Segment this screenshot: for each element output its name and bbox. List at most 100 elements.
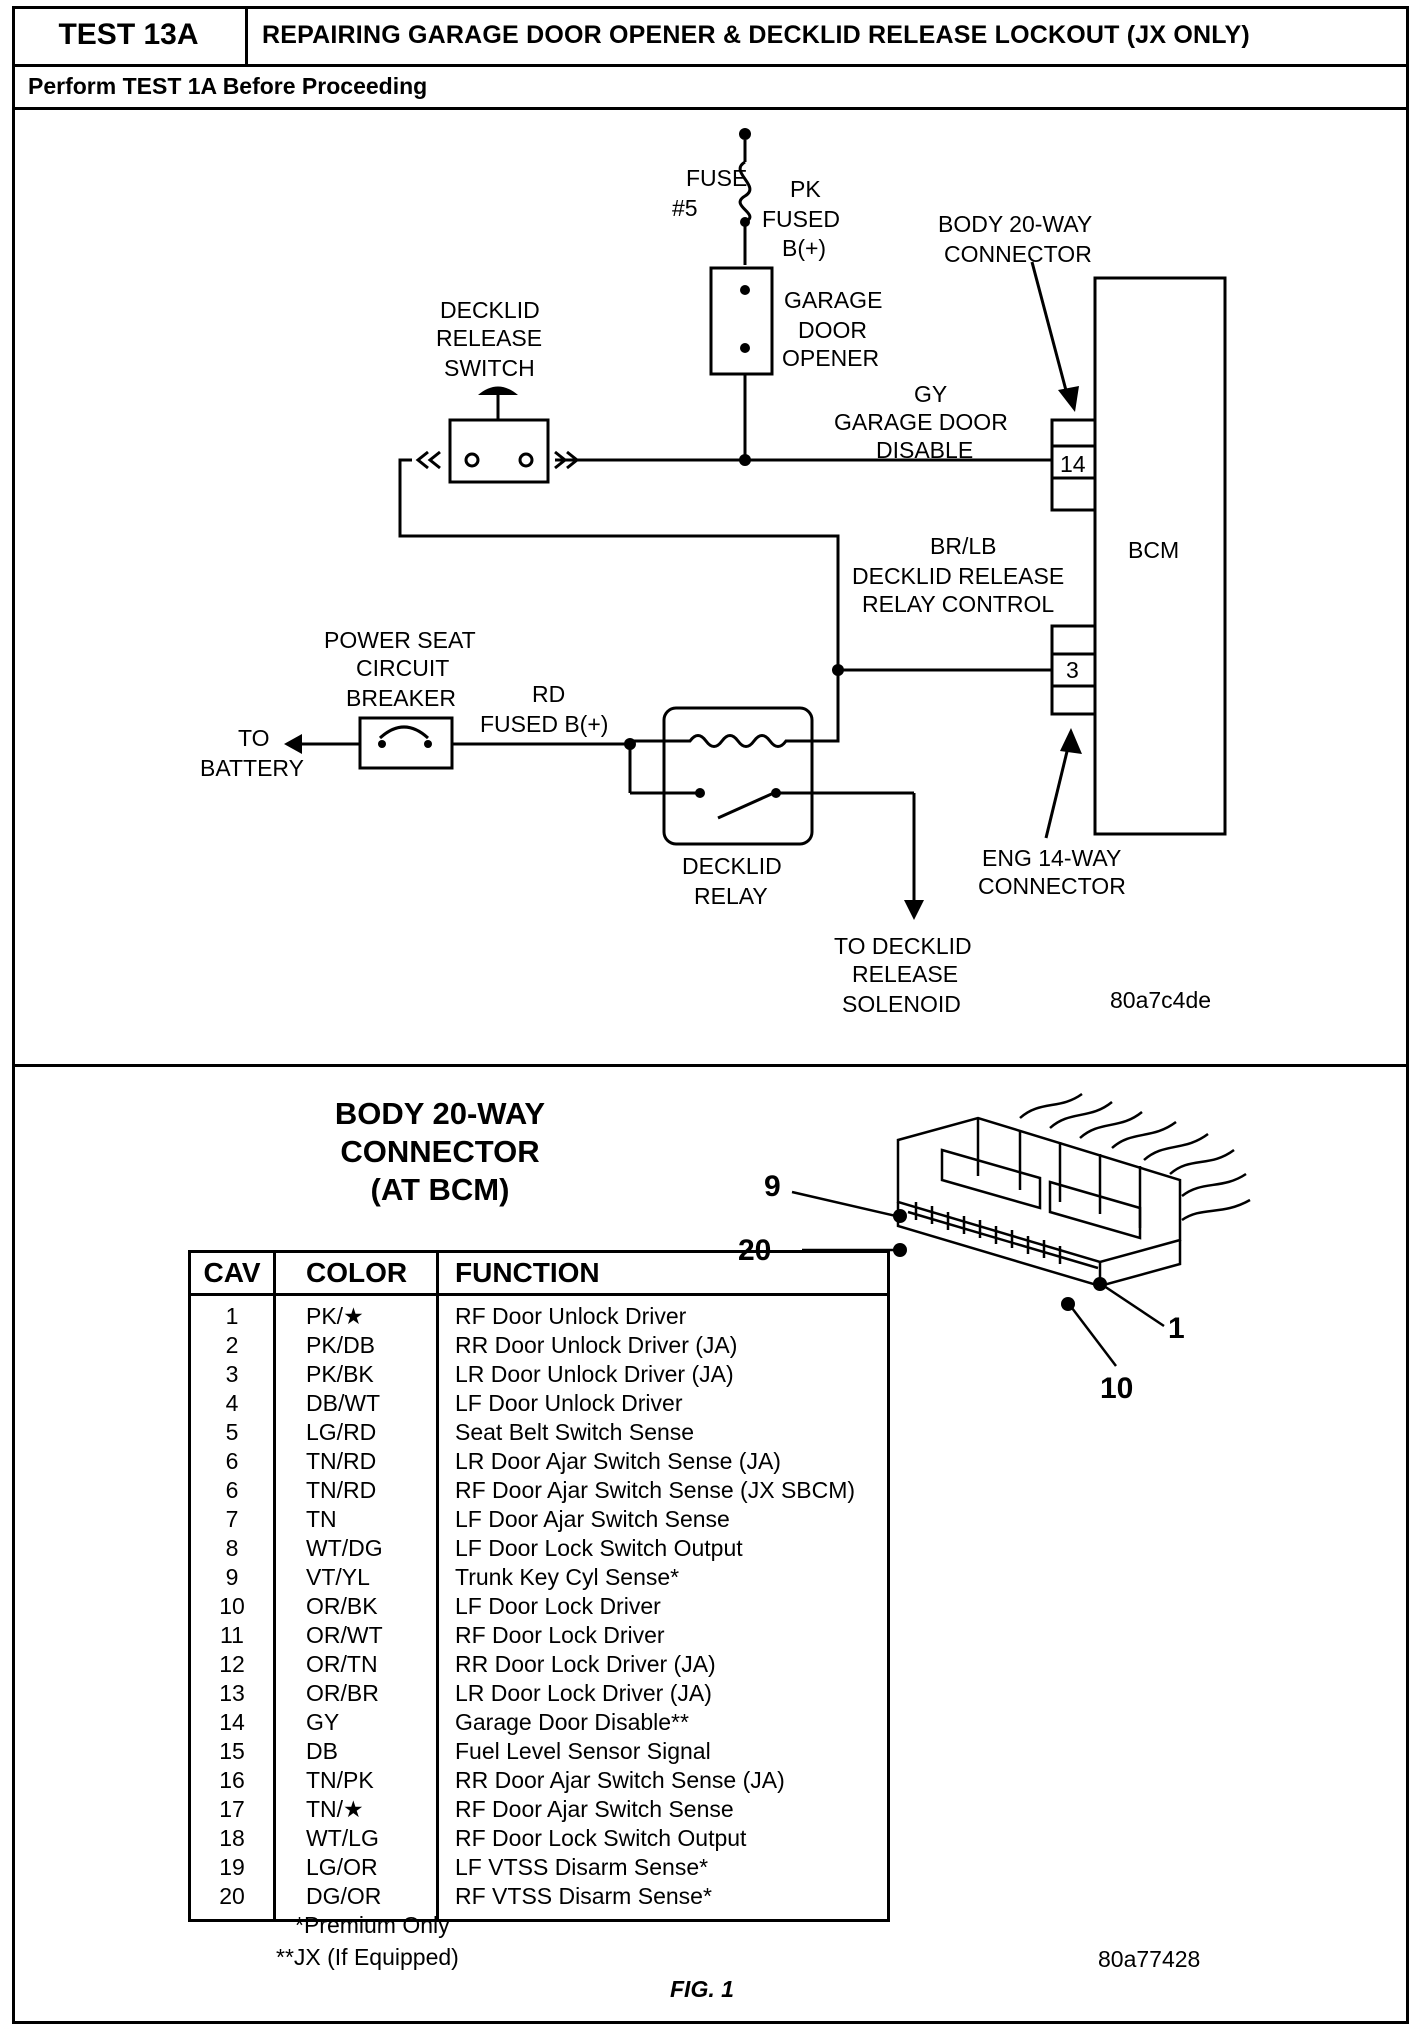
garage-opener-label: DOOR — [798, 317, 867, 343]
gy-wire-label: GY — [914, 381, 947, 407]
cav-cell: 11 — [189, 1621, 276, 1650]
cav-cell: 12 — [189, 1650, 276, 1679]
cav-cell: 20 — [189, 1882, 276, 1921]
color-cell: TN/RD — [274, 1447, 439, 1476]
solenoid-label: TO DECKLID — [834, 933, 972, 959]
function-cell: RF VTSS Disarm Sense* — [455, 1883, 712, 1909]
color-cell: WT/DG — [274, 1534, 439, 1563]
color-cell: OR/TN — [274, 1650, 439, 1679]
cav-cell: 17 — [189, 1795, 276, 1824]
table-header-row: CAV COLOR FUNCTION — [189, 1251, 889, 1296]
cavity-1-callout: 1 — [1168, 1312, 1185, 1345]
color-cell: DG/OR — [274, 1882, 439, 1921]
decklid-relay-label: RELAY — [694, 883, 768, 909]
function-cell: LF Door Unlock Driver — [455, 1390, 683, 1416]
pk-wire-label: PK — [790, 176, 821, 202]
brlb-wire-label: RELAY CONTROL — [862, 591, 1054, 617]
color-cell: TN/★ — [274, 1795, 439, 1824]
cav-cell: 19 — [189, 1853, 276, 1882]
function-cell: RF Door Lock Switch Output — [455, 1825, 747, 1851]
seat-breaker-label: BREAKER — [346, 685, 456, 711]
decklid-switch-label: SWITCH — [444, 355, 535, 381]
cavity-10-callout: 10 — [1100, 1372, 1133, 1405]
eng-connector-label: ENG 14-WAY — [982, 845, 1121, 871]
function-cell: LR Door Unlock Driver (JA) — [455, 1361, 734, 1387]
color-cell: VT/YL — [274, 1563, 439, 1592]
gy-wire-label: GARAGE DOOR — [834, 409, 1008, 435]
solenoid-label: SOLENOID — [842, 991, 961, 1017]
eng-connector-label: CONNECTOR — [978, 873, 1126, 899]
battery-label: BATTERY — [200, 755, 304, 781]
function-cell: RF Door Ajar Switch Sense (JX SBCM) — [455, 1477, 856, 1503]
function-cell: RF Door Lock Driver — [455, 1622, 665, 1648]
pk-fused-label: FUSED — [762, 206, 840, 232]
cav-cell: 14 — [189, 1708, 276, 1737]
subtitle-divider — [12, 107, 1409, 110]
connector-illustration: 9 20 1 10 — [738, 1092, 1251, 1405]
page-subtitle: Perform TEST 1A Before Proceeding — [28, 72, 428, 99]
function-cell: Seat Belt Switch Sense — [455, 1419, 695, 1445]
function-cell: RR Door Unlock Driver (JA) — [455, 1332, 738, 1358]
seat-breaker-label: POWER SEAT — [324, 627, 476, 653]
pin-14-label: 14 — [1060, 451, 1086, 477]
function-cell: LR Door Ajar Switch Sense (JA) — [455, 1448, 781, 1474]
decklid-relay-label: DECKLID — [682, 853, 782, 879]
color-cell: WT/LG — [274, 1824, 439, 1853]
color-cell: DB/WT — [274, 1389, 439, 1418]
fuse-label: FUSE — [686, 165, 747, 191]
section-divider — [12, 1064, 1409, 1067]
connector-title: BODY 20-WAY CONNECTOR (AT BCM) — [250, 1095, 630, 1209]
color-cell: TN/RD — [274, 1476, 439, 1505]
rd-wire-label: FUSED B(+) — [480, 711, 608, 737]
function-cell: RR Door Lock Driver (JA) — [455, 1651, 716, 1677]
cav-header: CAV — [189, 1251, 276, 1296]
pk-bplus-label: B(+) — [782, 235, 826, 261]
cav-cell: 6 — [189, 1476, 276, 1505]
function-cell: LF Door Lock Switch Output — [455, 1535, 743, 1561]
battery-label: TO — [238, 725, 270, 751]
color-cell: DB — [274, 1737, 439, 1766]
gy-wire-label: DISABLE — [876, 437, 973, 463]
connector-title-line: CONNECTOR — [340, 1134, 540, 1169]
color-cell: TN/PK — [274, 1766, 439, 1795]
color-cell: OR/WT — [274, 1621, 439, 1650]
cav-cell: 9 — [189, 1563, 276, 1592]
function-cell: LR Door Lock Driver (JA) — [455, 1680, 712, 1706]
function-cell: RF Door Unlock Driver — [455, 1303, 687, 1329]
color-cell: OR/BK — [274, 1592, 439, 1621]
wiring-schematic: FUSE #5 PK FUSED B(+) BODY 20-WAY CONNEC… — [200, 128, 1227, 1017]
cav-cell: 15 — [189, 1737, 276, 1766]
bcm-label: BCM — [1128, 537, 1179, 563]
cav-cell: 5 — [189, 1418, 276, 1447]
brlb-wire-label: DECKLID RELEASE — [852, 563, 1064, 589]
solenoid-label: RELEASE — [852, 961, 958, 987]
jx-note: **JX (If Equipped) — [276, 1944, 459, 1970]
decklid-switch-label: RELEASE — [436, 325, 542, 351]
cav-cell: 2 — [189, 1331, 276, 1360]
cav-cell: 10 — [189, 1592, 276, 1621]
pin-3-label: 3 — [1066, 657, 1079, 683]
color-cell: TN — [274, 1505, 439, 1534]
connector-code: 80a77428 — [1098, 1946, 1201, 1972]
connector-title-line: BODY 20-WAY — [334, 1096, 546, 1131]
cav-cell: 8 — [189, 1534, 276, 1563]
